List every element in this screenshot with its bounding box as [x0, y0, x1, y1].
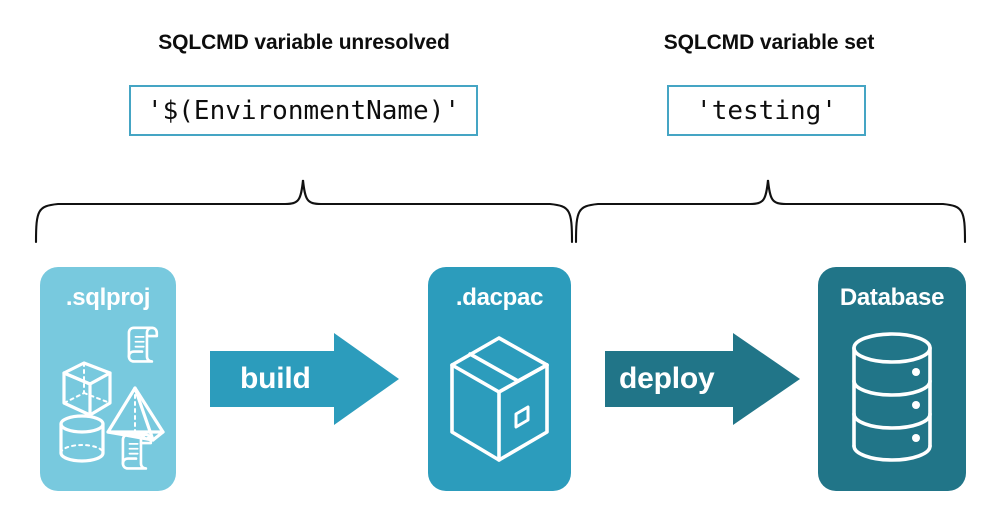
card-sqlproj: .sqlproj — [40, 267, 176, 491]
arrow-deploy-label: deploy — [619, 362, 715, 395]
card-sqlproj-title: .sqlproj — [65, 284, 151, 311]
section-caption-set: SQLCMD variable set — [663, 31, 875, 54]
card-dacpac-title: .dacpac — [455, 284, 544, 311]
package-box-icon — [450, 336, 549, 462]
arrow-build-label: build — [240, 362, 311, 395]
arrow-deploy: deploy — [605, 331, 800, 427]
sqlcmd-value-unresolved: '$(EnvironmentName)' — [129, 85, 478, 136]
sqlcmd-value-set: 'testing' — [667, 85, 866, 136]
card-database: Database — [818, 267, 966, 491]
arrow-deploy-shape — [605, 333, 800, 425]
sql-project-objects-icon — [59, 326, 165, 470]
section-caption-unresolved: SQLCMD variable unresolved — [158, 31, 450, 54]
arrow-build: build — [210, 331, 399, 427]
brace-left — [34, 179, 574, 244]
database-cylinder-icon — [852, 332, 932, 462]
arrow-build-shape — [210, 333, 399, 425]
card-database-title: Database — [839, 284, 945, 311]
phase-braces — [34, 179, 967, 244]
card-dacpac: .dacpac — [428, 267, 571, 491]
brace-right — [574, 179, 967, 244]
